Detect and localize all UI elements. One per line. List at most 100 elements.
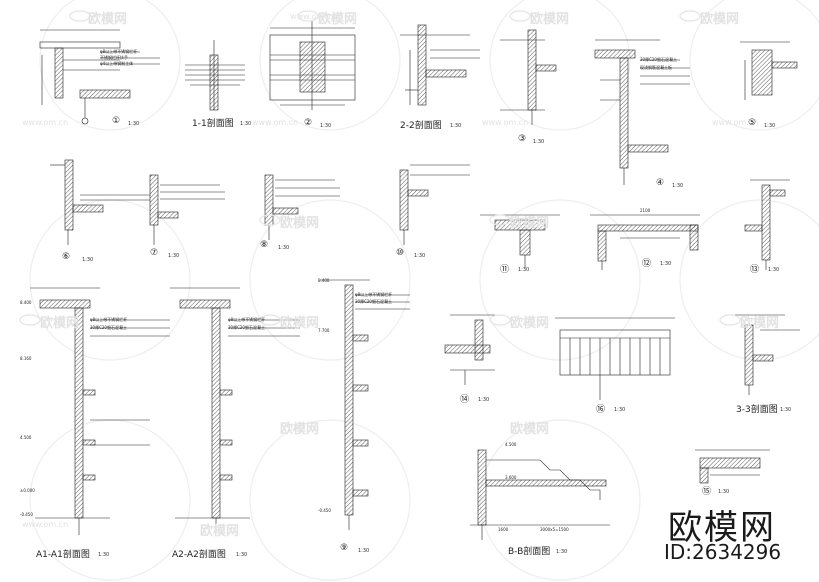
detail-12-title: ⑫ bbox=[642, 259, 652, 269]
detail-14-title: ⑭ bbox=[460, 395, 470, 405]
detail-11-scale: 1:30 bbox=[518, 267, 530, 273]
elevation-label: 4.500 bbox=[20, 435, 32, 440]
detail-1-scale: 1:30 bbox=[128, 121, 140, 127]
section-a2-title: A2-A2剖面图 bbox=[172, 550, 226, 560]
detail-4-scale: 1:30 bbox=[672, 183, 684, 189]
detail-10-title: ⑩ bbox=[396, 248, 405, 258]
detail-16-scale: 1:30 bbox=[614, 407, 626, 413]
brand-logo-text: 欧模网 bbox=[668, 508, 776, 548]
section-a1-drawing bbox=[30, 287, 170, 535]
detail-7-scale: 1:30 bbox=[168, 253, 180, 259]
elevation-label: -0.450 bbox=[20, 512, 33, 517]
detail-15-scale: 1:30 bbox=[718, 489, 730, 495]
detail-7-drawing bbox=[149, 174, 225, 245]
detail-4-title: ④ bbox=[656, 178, 665, 188]
section-3-3-drawing bbox=[735, 314, 800, 395]
elevation-label: ±0.000 bbox=[20, 488, 35, 493]
detail-2-title: ② bbox=[304, 118, 313, 128]
detail-13-scale: 1:30 bbox=[768, 267, 780, 273]
watermark-site: www.om.cn bbox=[482, 118, 529, 127]
annotation: 30厚C20细石混凝土 bbox=[640, 57, 677, 62]
detail-4-drawing bbox=[594, 39, 690, 185]
detail-5-drawing bbox=[740, 41, 798, 100]
watermark-brand: 欧模网 bbox=[740, 316, 780, 331]
detail-3-scale: 1:30 bbox=[533, 139, 545, 145]
detail-1-drawing bbox=[39, 29, 160, 125]
detail-3-title: ③ bbox=[518, 134, 527, 144]
elevation-label: -0.450 bbox=[318, 508, 331, 513]
detail-16-title: ⑯ bbox=[596, 405, 606, 415]
dimension-label: 2100 bbox=[640, 208, 651, 213]
annotation: φ8以上带不锈钢栏杆 bbox=[355, 292, 393, 297]
detail-5-scale: 1:30 bbox=[764, 123, 776, 129]
watermark-brand: 欧模网 bbox=[280, 216, 320, 231]
elevation-label: 7.700 bbox=[318, 328, 330, 333]
detail-11-drawing bbox=[480, 214, 560, 268]
elevation-label: 8.400 bbox=[318, 278, 330, 283]
section-a1-title: A1-A1剖面图 bbox=[36, 550, 90, 560]
annotation: 不锈钢栏杆扶手 bbox=[100, 55, 128, 60]
section-1-1-drawing bbox=[185, 40, 245, 111]
detail-9-drawing bbox=[320, 279, 410, 530]
detail-10-scale: 1:30 bbox=[414, 253, 426, 259]
watermark-brand: 欧模网 bbox=[700, 12, 740, 27]
annotation: 30厚C20细石混凝土 bbox=[90, 325, 127, 330]
watermark-site: www.om.cn bbox=[22, 118, 69, 127]
detail-2-drawing bbox=[269, 20, 356, 110]
watermark-brand: 欧模网 bbox=[510, 216, 550, 231]
section-1-1-title: 1-1剖面图 bbox=[192, 119, 234, 129]
watermark-brand: 欧模网 bbox=[510, 422, 550, 437]
annotation: φ8以上带不锈钢栏杆 bbox=[100, 49, 138, 54]
detail-9-title: ⑨ bbox=[340, 543, 349, 553]
section-a2-drawing bbox=[170, 287, 300, 535]
section-a1-scale: 1:30 bbox=[98, 552, 110, 558]
watermark-site: www.om.cn bbox=[252, 118, 299, 127]
section-3-3-title: 3-3剖面图 bbox=[736, 405, 778, 415]
section-1-1-scale: 1:30 bbox=[240, 121, 252, 127]
section-b-b-title: B-B剖面图 bbox=[508, 547, 551, 557]
dimension-label: 1600 bbox=[498, 527, 509, 532]
detail-10-drawing bbox=[399, 164, 470, 245]
detail-12-scale: 1:30 bbox=[660, 261, 672, 267]
brand-id: ID:2634296 bbox=[664, 540, 782, 564]
section-a2-scale: 1:30 bbox=[236, 552, 248, 558]
detail-9-scale: 1:30 bbox=[358, 548, 370, 554]
detail-12-drawing bbox=[590, 214, 700, 270]
detail-13-drawing bbox=[744, 179, 790, 270]
section-b-b-scale: 1:30 bbox=[556, 549, 568, 555]
section-3-3-scale: 1:30 bbox=[780, 407, 792, 413]
watermark-brand: 欧模网 bbox=[510, 316, 550, 331]
watermark-brand: 欧模网 bbox=[40, 316, 80, 331]
detail-6-scale: 1:30 bbox=[82, 257, 94, 263]
detail-2-scale: 1:30 bbox=[320, 123, 332, 129]
watermark-brand: 欧模网 bbox=[280, 422, 320, 437]
detail-5-title: ⑤ bbox=[748, 118, 757, 128]
elevation-label: 3.600 bbox=[505, 475, 517, 480]
detail-14-scale: 1:30 bbox=[478, 397, 490, 403]
watermark-site: www.om.cn bbox=[712, 118, 759, 127]
watermark-logos bbox=[19, 10, 741, 326]
detail-16-drawing bbox=[555, 317, 675, 400]
elevation-label: 4.500 bbox=[505, 442, 517, 447]
detail-8-title: ⑧ bbox=[260, 240, 269, 250]
detail-14-drawing bbox=[444, 314, 495, 385]
watermark-brand: 欧模网 bbox=[530, 12, 570, 27]
watermark-site: www.om.cn bbox=[290, 12, 337, 21]
section-b-b-drawing bbox=[470, 449, 610, 540]
detail-8-drawing bbox=[264, 174, 340, 240]
detail-13-title: ⑬ bbox=[750, 265, 760, 275]
watermark-brand: 欧模网 bbox=[88, 12, 128, 27]
section-2-2-drawing bbox=[400, 24, 480, 106]
detail-8-scale: 1:30 bbox=[278, 245, 290, 251]
watermark-brand: 欧模网 bbox=[318, 12, 358, 27]
annotation: φ4以上带钢制主体 bbox=[100, 61, 134, 66]
detail-11-title: ⑪ bbox=[500, 265, 510, 275]
section-2-2-scale: 1:30 bbox=[450, 123, 462, 129]
detail-1-title: ① bbox=[112, 116, 121, 126]
detail-15-title: ⑮ bbox=[702, 487, 712, 497]
elevation-label: 8.400 bbox=[20, 300, 32, 305]
annotation: 30厚C20细石混凝土 bbox=[355, 299, 392, 304]
detail-7-title: ⑦ bbox=[150, 248, 159, 258]
annotation: φ8以上带不锈钢栏杆 bbox=[228, 317, 266, 322]
